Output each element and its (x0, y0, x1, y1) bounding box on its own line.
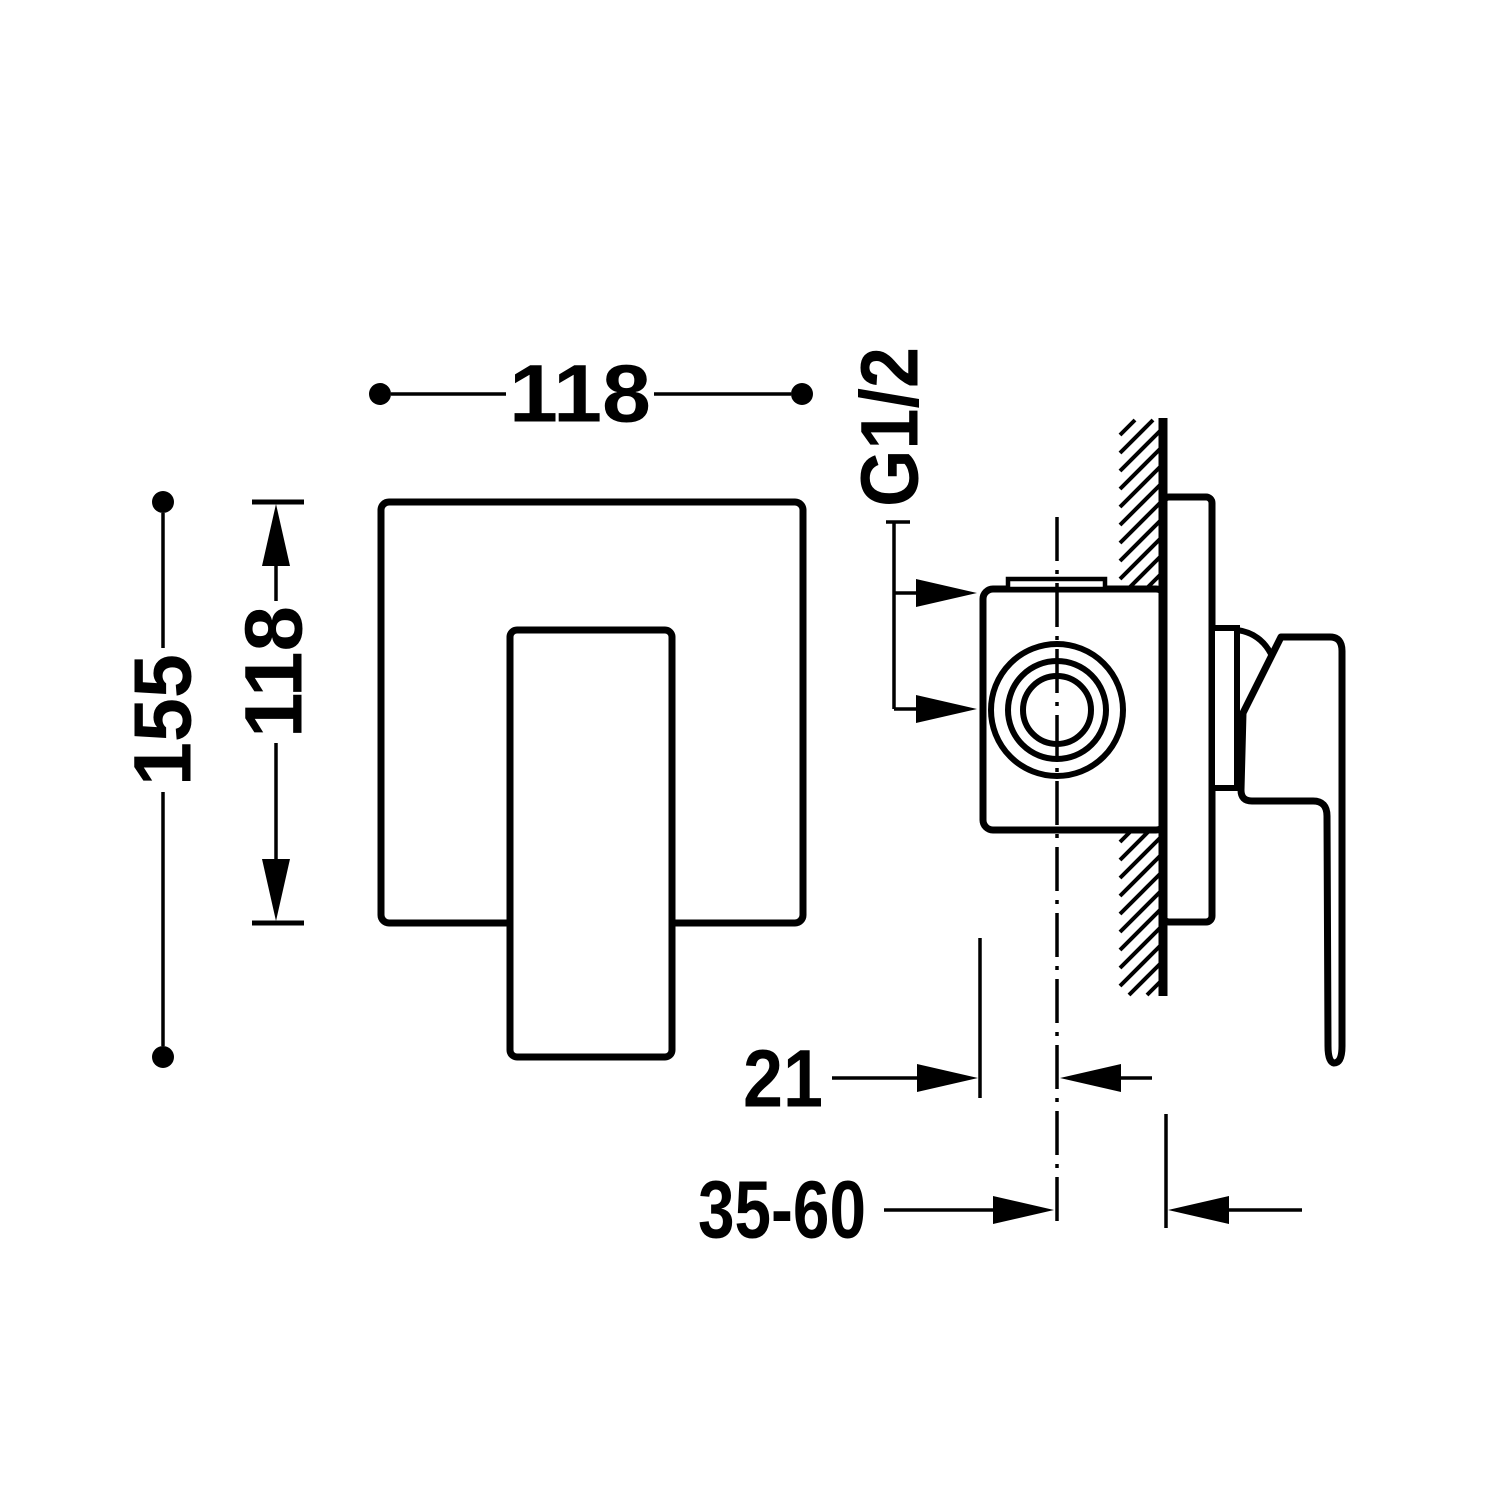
arrow-left (1060, 1064, 1121, 1092)
dim-installation-depth: 35-60 (698, 1114, 1302, 1256)
dim-endpoint-dot (369, 383, 391, 405)
arrow-right (917, 1064, 978, 1092)
dim-endpoint-dot (791, 383, 813, 405)
handle-dome-arc (1236, 627, 1274, 656)
side-handle-stem (1209, 625, 1240, 791)
dim-label-front-width: 118 (509, 349, 651, 440)
side-cover-plate (1159, 493, 1216, 926)
arrow-right (993, 1196, 1054, 1224)
arrow-right (916, 695, 977, 723)
dim-endpoint-dot (152, 1046, 174, 1068)
dim-label-thread-size: G1/2 (845, 347, 936, 507)
dim-front-total-height: 155 (118, 491, 209, 1068)
arrow-right (916, 579, 977, 607)
dim-axis-to-face: 21 (743, 938, 1152, 1125)
dim-endpoint-dot (152, 491, 174, 513)
side-view: G1/2 21 35-60 (698, 347, 1346, 1256)
arrow-down (262, 859, 290, 921)
arrow-up (262, 504, 290, 566)
front-lever-handle (506, 626, 676, 1061)
dim-label-front-plate-height: 118 (229, 606, 320, 738)
dim-front-width: 118 (369, 349, 813, 440)
side-lever-handle (1237, 633, 1346, 1067)
dim-front-plate-height: 118 (229, 499, 320, 926)
dim-label-front-total-height: 155 (118, 654, 209, 786)
wall-hatch-lower (1118, 828, 1165, 997)
front-view: 118 155 118 (118, 349, 813, 1068)
dim-label-axis-to-face: 21 (743, 1034, 823, 1125)
callout-thread-size: G1/2 (845, 347, 977, 723)
wall-hatch-upper (1118, 418, 1165, 591)
arrow-left (1168, 1196, 1229, 1224)
dim-label-installation-depth: 35-60 (698, 1165, 866, 1256)
port-circle-outer (988, 641, 1126, 779)
